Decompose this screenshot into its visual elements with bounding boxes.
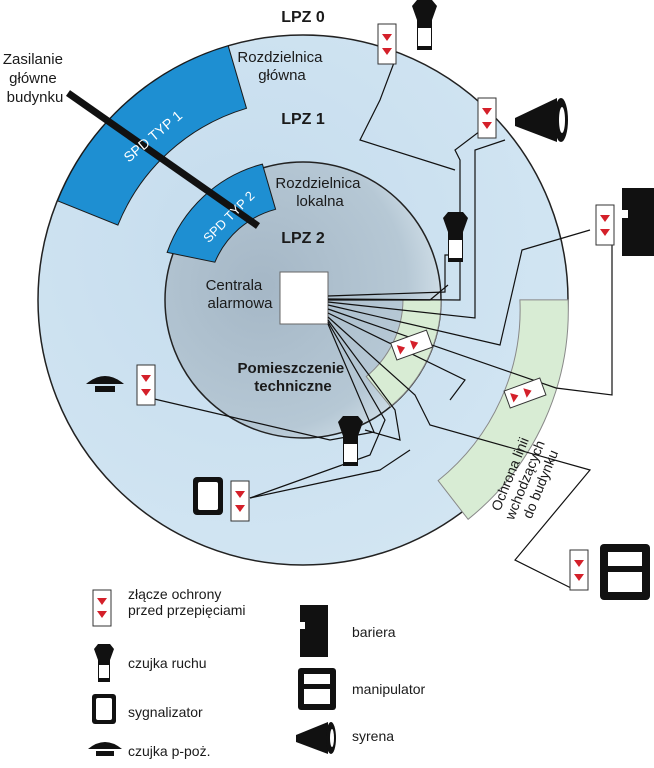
alarm-panel-box (279, 271, 329, 325)
alarm-panel-label: Centrala alarmowa (206, 277, 274, 312)
signaller-icon (193, 477, 223, 515)
lpz1-label: LPZ 1 (281, 111, 325, 128)
legend-surge-label: złącze ochrony przed przepięciami (128, 586, 246, 618)
legend-fire-icon (88, 742, 122, 756)
lpz2-label: LPZ 2 (281, 230, 325, 247)
keypad-icon (600, 544, 650, 600)
local-distribution-label: Rozdzielnica lokalna (275, 175, 364, 210)
legend-surge-line1: złącze ochrony (128, 586, 222, 602)
surge-joint-keypad (569, 549, 589, 591)
technical-room-label: Pomieszczenie techniczne (238, 360, 349, 395)
legend-barrier-label: bariera (352, 624, 396, 640)
main-supply-cable (65, 90, 261, 229)
legend-barrier-icon (300, 605, 328, 657)
surge-joint-outer (503, 377, 547, 409)
surge-joint-fire (136, 364, 156, 406)
legend-surge-icon (92, 589, 112, 627)
main-distribution-label: Rozdzielnica główna (237, 49, 326, 84)
surge-joint-barrier (595, 204, 615, 246)
surge-joint-top (377, 23, 397, 65)
barrier-icon (622, 188, 654, 256)
motion-detector-icon (443, 212, 468, 262)
legend-signaller-icon (92, 694, 116, 724)
motion-detector-icon (412, 0, 437, 50)
surge-joint-siren (477, 97, 497, 139)
legend-motion-icon (94, 644, 114, 682)
siren-icon (515, 98, 568, 142)
legend-siren-icon (296, 722, 336, 754)
legend-siren-label: syrena (352, 728, 395, 744)
lpz0-label: LPZ 0 (281, 9, 325, 26)
spd-type2-band (166, 163, 277, 263)
legend-surge-line2: przed przepięciami (128, 602, 246, 618)
surge-joint-signaller (230, 480, 250, 522)
main-supply-label: Zasilanie główne budynku (3, 51, 67, 106)
legend-motion-label: czujka ruchu (128, 655, 207, 671)
legend-signaller-label: sygnalizator (128, 704, 203, 720)
motion-detector-icon (338, 416, 363, 466)
surge-joint-inner (390, 329, 434, 361)
fire-detector-icon (86, 376, 124, 392)
legend-keypad-label: manipulator (352, 681, 426, 697)
legend-fire-label: czujka p-poż. (128, 743, 211, 759)
spd-type1-band (56, 45, 248, 226)
legend-keypad-icon (298, 668, 336, 710)
line-protection-band-outer (437, 299, 569, 521)
